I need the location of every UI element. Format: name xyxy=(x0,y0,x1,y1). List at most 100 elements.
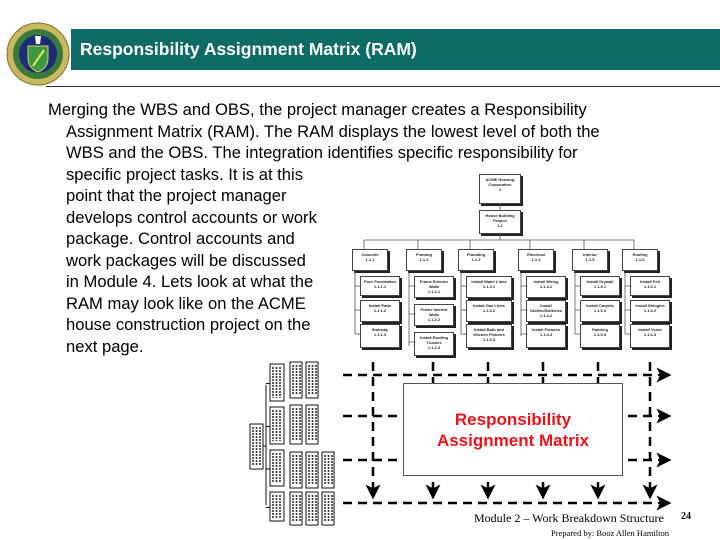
body-line: point that the project manager xyxy=(66,186,287,205)
wbs-name: Install Roofing Trusses xyxy=(420,335,448,345)
wbs-name: Roofing xyxy=(632,252,648,257)
wbs-name: Install Vents xyxy=(638,327,662,332)
wbs-name: Concrete xyxy=(361,252,379,257)
wbs-code: 1.1.6.2 xyxy=(643,308,657,313)
wbs-code: 1.1.1.1 xyxy=(373,284,387,289)
wbs-code: 1.1.1.3 xyxy=(373,332,387,337)
wbs-name: Install Carpets xyxy=(586,303,614,308)
wbs-code: 1.1.2.2 xyxy=(427,317,441,322)
wbs-code: 1.1.5 xyxy=(585,257,595,262)
body-line: develops control accounts or work xyxy=(66,207,317,227)
wbs-code: 1.1.4.3 xyxy=(539,332,553,337)
wbs-name: Frame Exterior Walls xyxy=(419,279,449,289)
wbs-code: 1.1.3 xyxy=(471,257,481,262)
body-line: Assignment Matrix (RAM). The RAM display… xyxy=(66,121,600,141)
title-bar xyxy=(71,29,720,70)
prepared-by: Prepared by: Booz Allen Hamilton xyxy=(551,528,670,538)
doe-seal-logo xyxy=(6,22,70,86)
wbs-name: Stairway xyxy=(371,327,389,332)
ram-label-line1: Responsibility xyxy=(454,409,572,429)
wbs-code: 1.1.5.1 xyxy=(593,284,607,289)
wbs-code: 1.1.1 xyxy=(365,257,375,262)
wbs-name: Install Fixtures xyxy=(531,327,561,332)
wbs-name: Interior xyxy=(583,252,597,257)
wbs-name: Frame Interior Walls xyxy=(420,307,448,317)
body-line: in Module 4. Lets look at what the xyxy=(66,272,314,291)
body-line: RAM may look like on the ACME xyxy=(66,293,306,313)
footer-module: Module 2 – Work Breakdown Structure xyxy=(474,511,664,525)
wbs-code: 1.1.5.2 xyxy=(593,308,607,313)
body-line: Merging the WBS and OBS, the project man… xyxy=(48,100,587,119)
wbs-code: 1.1.3.1 xyxy=(482,284,496,289)
wbs-code: 1 xyxy=(498,187,502,192)
wbs-code: 1.1.3.3 xyxy=(482,337,496,342)
wbs-code: 1.1.4 xyxy=(531,257,541,262)
wbs-name: Pour Foundation xyxy=(364,279,396,284)
page-number: 24 xyxy=(681,511,691,522)
wbs-code: 1.1.6.1 xyxy=(643,284,657,289)
body-line: specific project tasks. It is at this xyxy=(66,164,304,184)
wbs-name: Install Drywall xyxy=(586,279,614,284)
wbs-name: Install Wiring xyxy=(533,279,559,284)
wbs-name: Electrical xyxy=(527,252,545,257)
wbs-name: Install Patio xyxy=(368,303,392,308)
wbs-code: 1.1.2.1 xyxy=(427,289,441,294)
body-line: house construction project on the xyxy=(66,315,311,334)
wbs-name: House Building Project xyxy=(485,213,515,223)
wbs-name: Painting xyxy=(592,327,608,332)
wbs-name: Install Shingles xyxy=(635,303,665,308)
wbs-name: Install Bath and Kitchen Fixtures xyxy=(473,327,505,337)
wbs-code: 1.1.6.3 xyxy=(643,332,657,337)
wbs-code: 1.1.2.3 xyxy=(427,345,441,350)
body-line: WBS and the OBS. The integration identif… xyxy=(66,143,578,162)
ram-label-line2: Assignment Matrix xyxy=(436,430,590,450)
wbs-code: 1.1.4.1 xyxy=(539,284,553,289)
body-line: package. Control accounts and xyxy=(66,229,295,248)
title-divider xyxy=(46,86,720,87)
wbs-name: Install Felt xyxy=(640,279,660,284)
wbs-code: 1.1.4.2 xyxy=(539,313,553,318)
wbs-name: Install Outlets/Switches xyxy=(529,303,563,313)
wbs-name: Framing xyxy=(416,252,432,257)
body-line: next page. xyxy=(66,336,144,356)
wbs-code: 1.1.2 xyxy=(419,257,429,262)
wbs-name: Install Water Lines xyxy=(471,279,507,284)
wbs-code: 1.1 xyxy=(497,223,503,228)
body-line: work packages will be discussed xyxy=(66,250,306,270)
wbs-name: Plumbing xyxy=(466,252,486,257)
wbs-name: ACME Housing Corporation xyxy=(485,177,515,187)
wbs-code: 1.1.3.2 xyxy=(482,308,496,313)
slide-title: Responsibility Assignment Matrix (RAM) xyxy=(80,39,417,59)
wbs-code: 1.1.1.2 xyxy=(373,308,387,313)
wbs-code: 1.1.5.3 xyxy=(593,332,607,337)
wbs-code: 1.1.6 xyxy=(635,257,645,262)
